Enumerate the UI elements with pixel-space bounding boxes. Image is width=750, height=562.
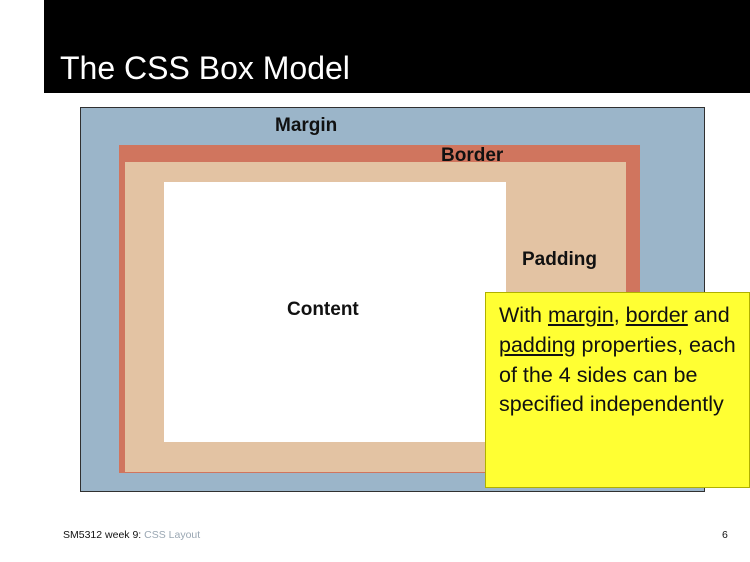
content-label: Content	[287, 299, 359, 320]
footer-topic: CSS Layout	[144, 529, 201, 541]
callout-note: With margin, border and padding properti…	[485, 292, 750, 488]
callout-padding-word: padding	[499, 332, 576, 357]
slide-title: The CSS Box Model	[60, 50, 350, 86]
callout-and: and	[687, 303, 730, 327]
callout-rest: properties, each of the 4 sides can be s…	[499, 332, 736, 417]
footer-course-text: SM5312 week 9:	[63, 529, 145, 541]
callout-border-word: border	[625, 303, 688, 327]
callout-sep: ,	[613, 303, 626, 327]
callout-prefix: With	[499, 303, 548, 327]
padding-label: Padding	[522, 249, 597, 270]
title-bar: The CSS Box Model	[44, 0, 750, 93]
margin-label: Margin	[275, 115, 338, 136]
border-label: Border	[441, 145, 504, 166]
callout-margin-word: margin	[547, 303, 614, 327]
page-number: 6	[722, 529, 728, 541]
footer-course: SM5312 week 9: CSS Layout	[63, 529, 200, 541]
content-area	[164, 182, 506, 442]
